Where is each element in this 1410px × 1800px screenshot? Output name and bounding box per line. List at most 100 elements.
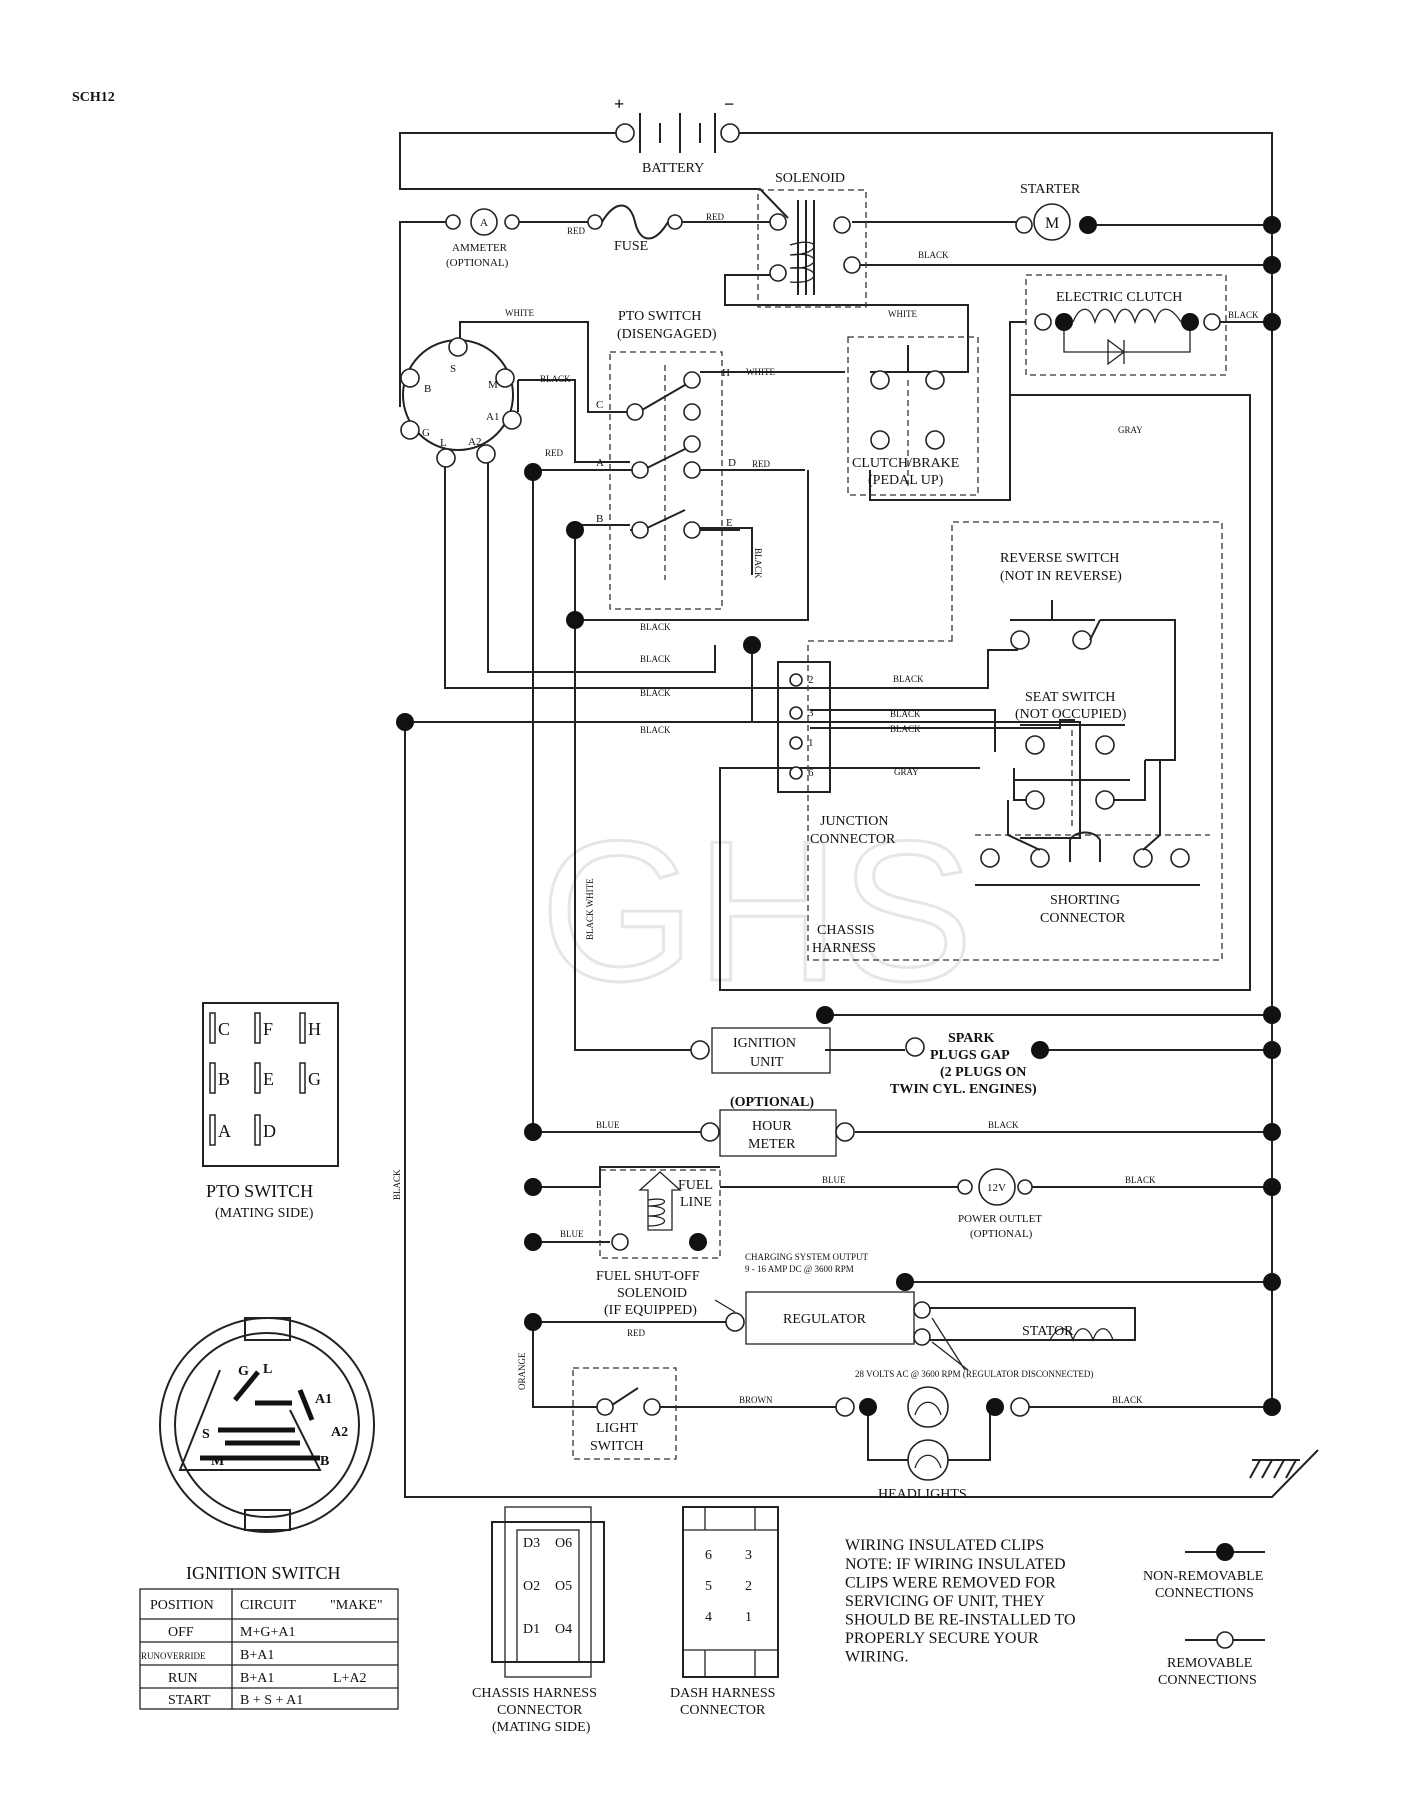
svg-text:L: L [263, 1362, 272, 1377]
wire-label: WHITE [505, 308, 534, 318]
svg-text:SWITCH: SWITCH [590, 1439, 644, 1454]
wire-label: RED [752, 459, 771, 469]
wire-label: BLACK [1228, 310, 1259, 320]
svg-text:(OPTIONAL): (OPTIONAL) [970, 1228, 1033, 1240]
svg-text:(2 PLUGS ON: (2 PLUGS ON [940, 1065, 1026, 1080]
wire-label: BLACK [640, 654, 671, 664]
light-switch: LIGHT SWITCH [572, 1367, 677, 1460]
wire-label: BROWN [739, 1395, 773, 1405]
wire-label: BLACK [640, 622, 671, 632]
shorting-connector-label: SHORTING [1050, 893, 1120, 908]
svg-text:H: H [722, 367, 730, 379]
chassis-harness-label: CHASSIS [817, 923, 875, 938]
svg-text:M: M [488, 379, 498, 391]
svg-text:CHASSIS HARNESS: CHASSIS HARNESS [472, 1686, 597, 1701]
clutch-brake-label: CLUTCH/BRAKE [852, 456, 959, 471]
svg-text:M: M [1045, 215, 1059, 232]
pto-blade [254, 1062, 261, 1094]
seat-switch-label: SEAT SWITCH [1025, 690, 1115, 705]
chassis-pin: O4 [555, 1622, 572, 1637]
svg-text:S: S [202, 1427, 210, 1442]
chassis-pin: D1 [523, 1622, 540, 1637]
chassis-pin: O5 [555, 1579, 572, 1594]
wire-label: BLACK [890, 709, 921, 719]
reverse-switch-sub: (NOT IN REVERSE) [1000, 569, 1122, 584]
wire-label: BLUE [822, 1175, 846, 1185]
dash-pin: 6 [705, 1548, 712, 1563]
battery-minus: − [724, 94, 734, 114]
ammeter: A AMMETER (OPTIONAL) [445, 208, 520, 269]
svg-text:B: B [424, 383, 431, 395]
wire-label: GRAY [1118, 425, 1143, 435]
wire-label: RED [706, 212, 725, 222]
hour-meter: (OPTIONAL) HOUR METER [700, 1095, 855, 1157]
note-line: WIRING. [845, 1649, 909, 1666]
ignition-unit: IGNITION UNIT [690, 1027, 925, 1074]
ignition-terminals: B S M A1 A2 L G [400, 337, 522, 468]
svg-text:(IF EQUIPPED): (IF EQUIPPED) [604, 1303, 697, 1318]
wire-label: RED [627, 1328, 646, 1338]
wire-label: BLACK [988, 1120, 1019, 1130]
pto-pin-label: C [218, 1019, 230, 1039]
svg-text:DASH HARNESS: DASH HARNESS [670, 1686, 775, 1701]
svg-text:PTO SWITCH: PTO SWITCH [206, 1181, 313, 1201]
starter: STARTER M [1015, 182, 1097, 241]
chassis-pin: O2 [523, 1579, 540, 1594]
svg-text:LINE: LINE [680, 1195, 712, 1210]
headlights: HEADLIGHTS [835, 1386, 1030, 1502]
dash-pin: 2 [745, 1579, 752, 1594]
svg-text:S: S [450, 363, 456, 375]
clutch-brake-switch: CLUTCH/BRAKE (PEDAL UP) [847, 336, 979, 496]
pto-blade [254, 1012, 261, 1044]
power-outlet: 12V POWER OUTLET (OPTIONAL) [957, 1168, 1042, 1240]
note-line: PROPERLY SECURE YOUR [845, 1630, 1039, 1647]
svg-text:HEADLIGHTS: HEADLIGHTS [878, 1487, 967, 1502]
wire-label: BLACK [540, 374, 571, 384]
svg-text:REMOVABLE: REMOVABLE [1167, 1656, 1252, 1671]
watermark: GHS [540, 800, 973, 1023]
wiring-note: WIRING INSULATED CLIPS NOTE: IF WIRING I… [845, 1537, 1076, 1666]
svg-text:POWER OUTLET: POWER OUTLET [958, 1213, 1042, 1225]
wire-label: BLACK [918, 250, 949, 260]
wire-label: BLACK [392, 1169, 402, 1200]
pto-blade [299, 1062, 306, 1094]
ignition-switch-face: G L A1 A2 S M B IGNITION SWITCH [159, 1317, 375, 1583]
pto-switch-label: PTO SWITCH [618, 309, 701, 324]
dash-pin: 3 [745, 1548, 752, 1563]
pto-pin-label: H [308, 1019, 321, 1039]
seat-switch-sub: (NOT OCCUPIED) [1015, 707, 1127, 722]
ign-position: RUNOVERRIDE [141, 1651, 206, 1661]
chassis-harness: REVERSE SWITCH (NOT IN REVERSE) SEAT SWI… [807, 521, 1223, 961]
ign-position: START [168, 1693, 211, 1708]
pto-switch: PTO SWITCH (DISENGAGED) C H A D B E [596, 309, 845, 610]
starter-label: STARTER [1020, 182, 1081, 197]
svg-text:B: B [596, 513, 603, 525]
pto-pin-label: B [218, 1069, 230, 1089]
wire-label: RED [567, 226, 586, 236]
note-line: SHOULD BE RE-INSTALLED TO [845, 1612, 1076, 1629]
junction-label: JUNCTION [820, 814, 888, 829]
wire-label: BLACK [640, 725, 671, 735]
svg-text:L: L [440, 437, 447, 449]
clutch-brake-sub: (PEDAL UP) [868, 473, 944, 488]
pto-pin-label: F [263, 1019, 273, 1039]
svg-text:CONNECTOR: CONNECTOR [680, 1703, 766, 1718]
pto-pin-label: D [263, 1121, 276, 1141]
wire-label: BLACK WHITE [585, 878, 595, 940]
svg-text:WIRING INSULATED CLIPS: WIRING INSULATED CLIPS [845, 1537, 1044, 1554]
svg-text:2: 2 [808, 674, 814, 686]
regulator: CHARGING SYSTEM OUTPUT 9 - 16 AMP DC @ 3… [714, 1252, 931, 1346]
pto-blade [299, 1012, 306, 1044]
svg-text:A1: A1 [315, 1392, 332, 1407]
dash-pin: 1 [745, 1610, 752, 1625]
wires [399, 132, 1319, 1498]
chassis-pin: D3 [523, 1536, 540, 1551]
pto-switch-sub: (DISENGAGED) [617, 327, 717, 342]
fuel-shutoff-solenoid: FUEL LINE FUEL SHUT-OFF SOLENOID (IF EQU… [596, 1169, 721, 1318]
ign-circuit: B + S + A1 [240, 1693, 303, 1708]
svg-text:PLUGS GAP: PLUGS GAP [930, 1048, 1010, 1063]
svg-text:A2: A2 [331, 1425, 348, 1440]
wire-label: WHITE [746, 367, 775, 377]
